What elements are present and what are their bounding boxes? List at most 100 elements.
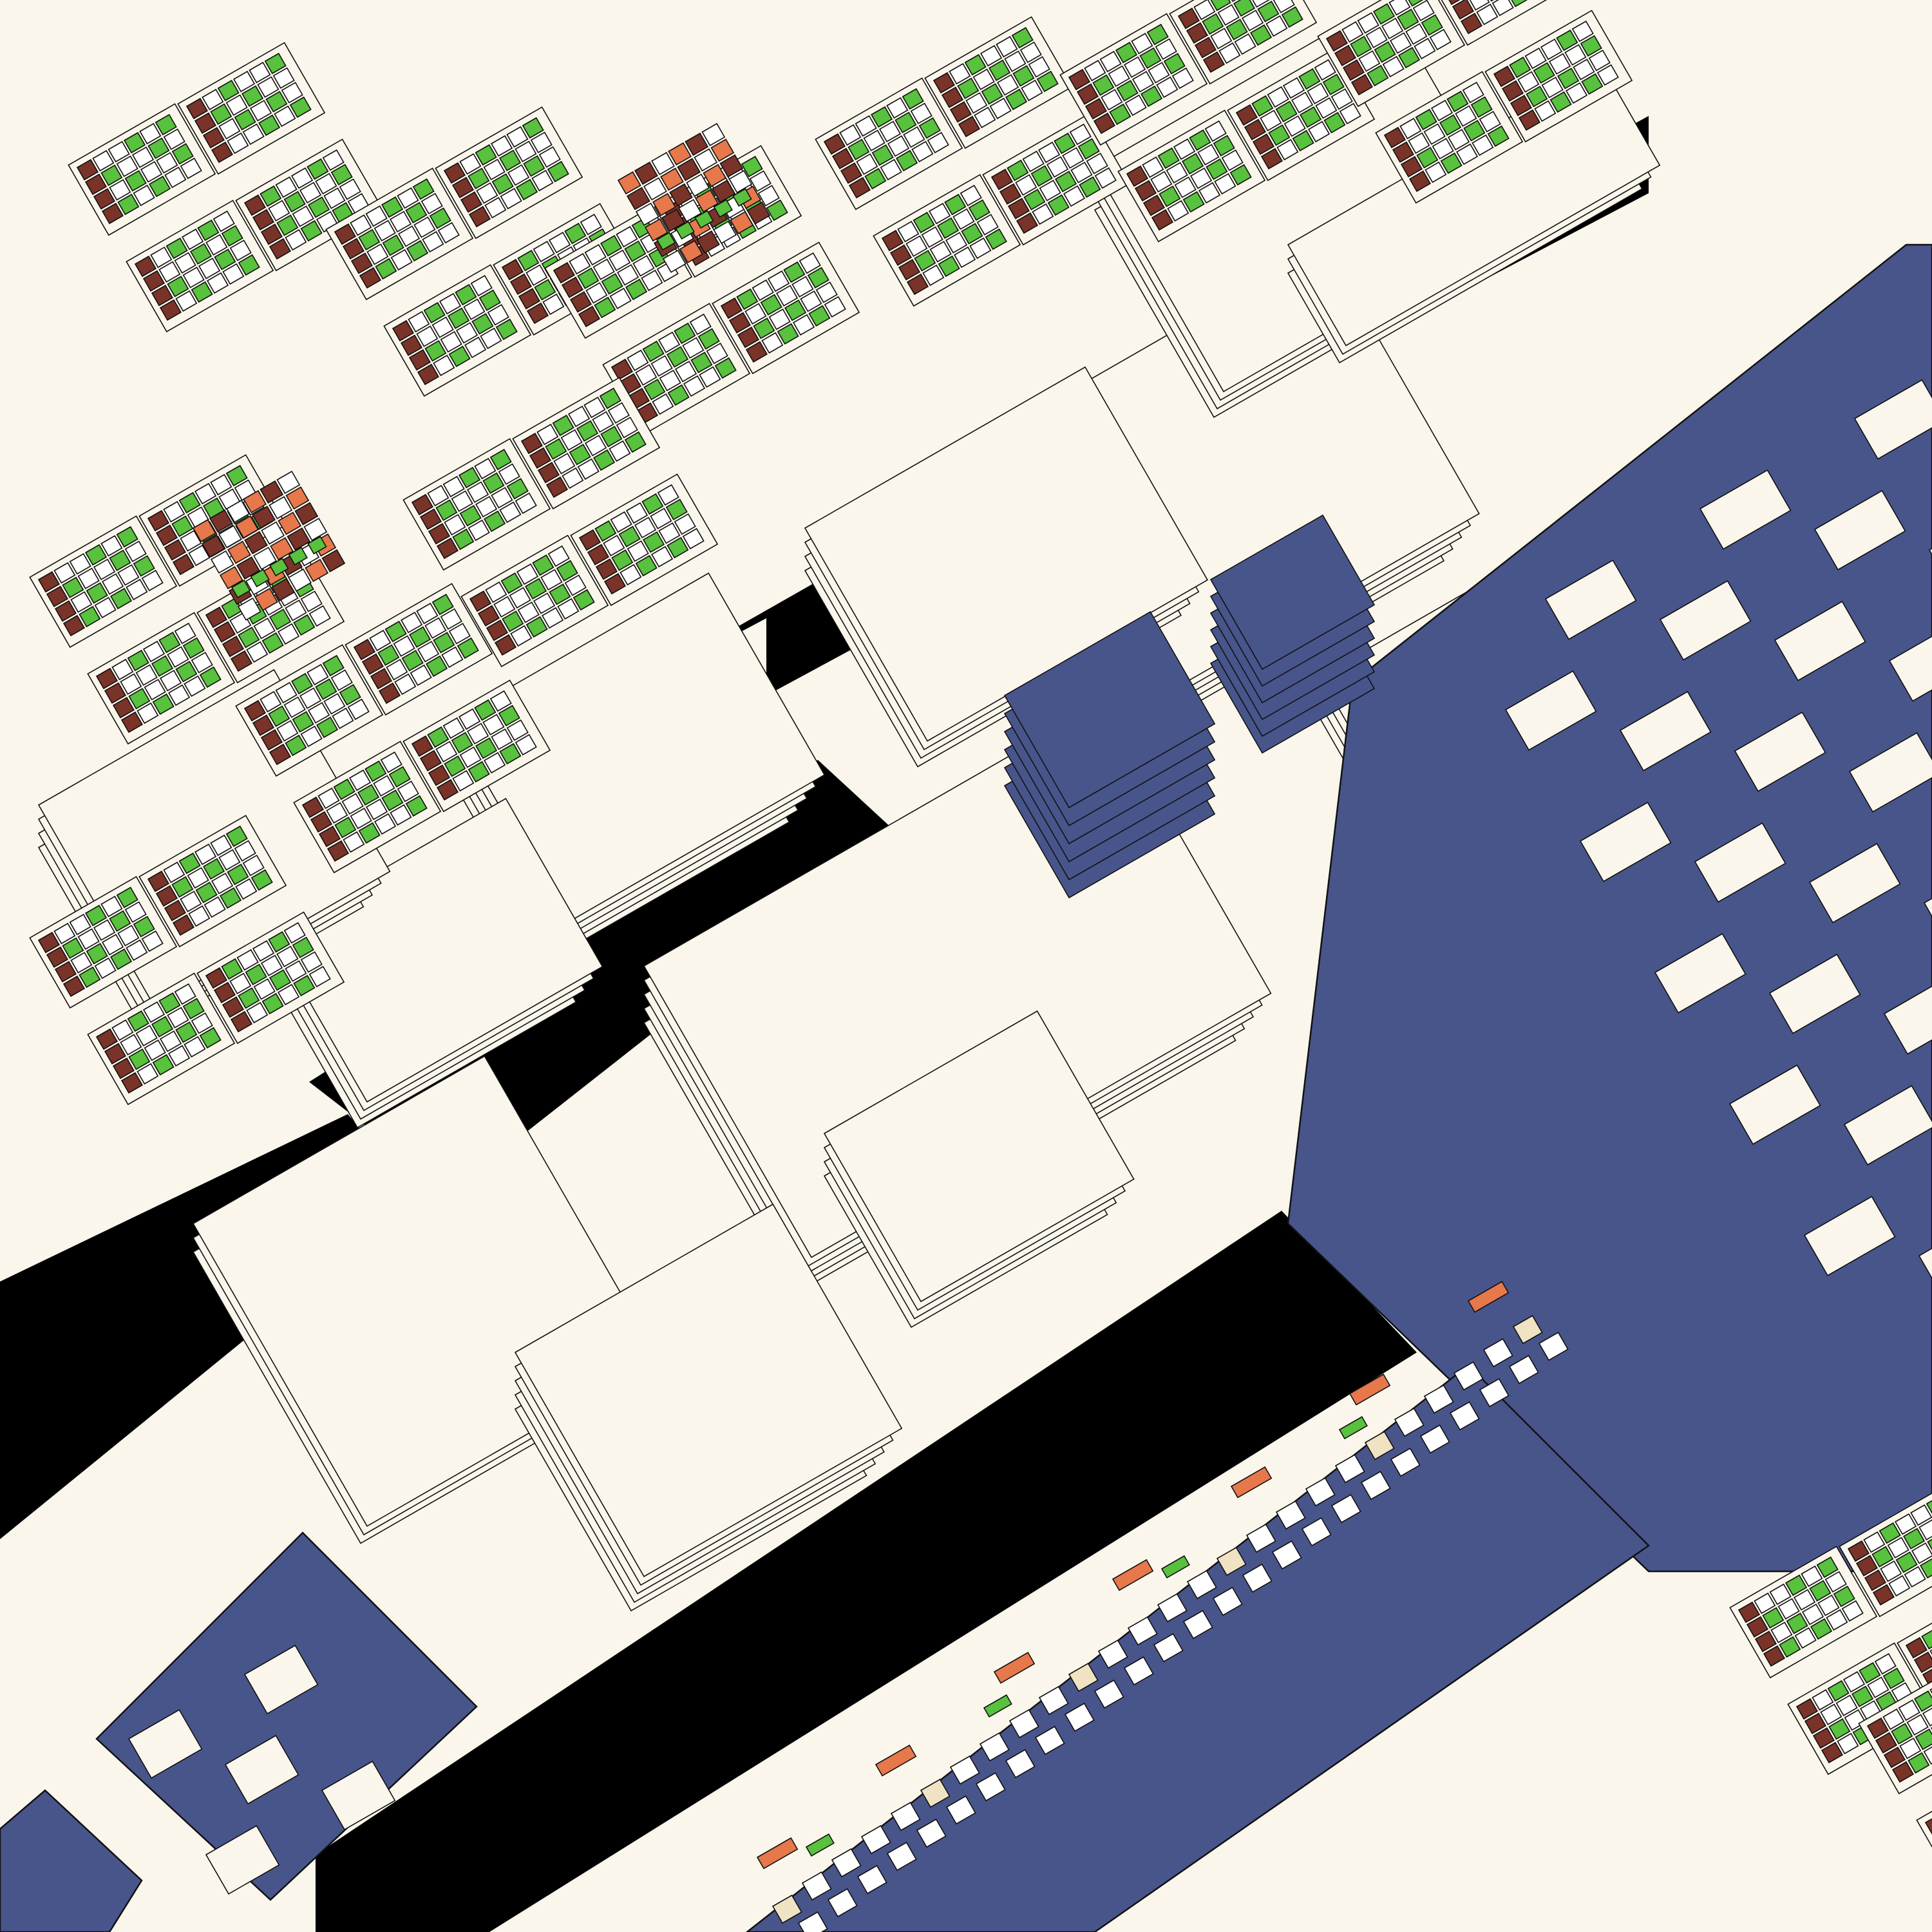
building-window [213, 981, 236, 1003]
building-window [484, 196, 507, 219]
building-window [1015, 174, 1037, 196]
building-window [469, 590, 491, 612]
building-window [507, 164, 530, 186]
building-window [188, 544, 211, 567]
building-window [1754, 1631, 1777, 1653]
building-window [440, 608, 462, 630]
building-window [225, 825, 248, 848]
building-window [542, 293, 565, 316]
building-window [1414, 37, 1436, 60]
building-window [1251, 95, 1274, 117]
building-window [807, 267, 829, 289]
building-window [308, 702, 330, 724]
building-window [1322, 73, 1345, 95]
building-window [174, 622, 196, 645]
building-window [428, 523, 450, 545]
building-window [436, 537, 459, 560]
building-window [1899, 1738, 1922, 1759]
building-window [1754, 1592, 1776, 1615]
building-window [624, 431, 647, 453]
building-window [1785, 1574, 1808, 1596]
building-window [515, 734, 537, 756]
building-window [205, 967, 227, 989]
building-window [1235, 104, 1258, 126]
building-window [278, 623, 300, 645]
building-window [401, 611, 423, 634]
building-window [1786, 1613, 1808, 1634]
building-window [205, 234, 228, 256]
building-window [184, 675, 206, 697]
building-window [182, 637, 205, 659]
building-window [1155, 38, 1177, 60]
building-window [132, 146, 155, 168]
building-window [143, 640, 166, 663]
building-window [815, 281, 838, 303]
building-window [484, 752, 506, 774]
building-window [784, 299, 807, 321]
strip-tile [1301, 1517, 1332, 1547]
building-window [969, 237, 992, 260]
building-window [451, 176, 474, 198]
building-window [1142, 156, 1164, 178]
building-window [1109, 103, 1132, 126]
building-window [1432, 138, 1454, 160]
building-window [222, 636, 244, 658]
building-window [408, 310, 430, 333]
building-window [178, 491, 201, 514]
building-window [1250, 24, 1273, 46]
building-window [330, 669, 353, 691]
building-window [429, 207, 451, 229]
building-window [457, 637, 479, 659]
building-window [643, 379, 666, 401]
building-window [603, 573, 626, 595]
building-window [126, 578, 148, 601]
building-window [549, 583, 571, 605]
building-window [1197, 144, 1220, 166]
building-window [641, 493, 664, 515]
blue-region-cell [1654, 933, 1747, 1014]
building-window [480, 327, 502, 350]
building-window [1794, 1589, 1816, 1611]
building-window [595, 558, 618, 580]
building-window [1141, 85, 1163, 108]
building-window [308, 605, 331, 627]
building-window [441, 646, 464, 668]
building-window [1904, 1566, 1926, 1588]
building-window [1746, 1616, 1768, 1638]
building-window [476, 182, 498, 204]
building-window [1835, 1694, 1858, 1716]
building-window [245, 963, 267, 985]
building-window [79, 605, 101, 628]
building-window [498, 463, 520, 485]
building-window [285, 600, 307, 621]
strip-tile [1423, 1384, 1454, 1414]
building-window [300, 725, 323, 748]
building-window [394, 673, 417, 696]
building-window [141, 569, 164, 592]
building-window [459, 466, 481, 489]
building-window [120, 1034, 142, 1056]
building-window [381, 790, 404, 811]
building-window [540, 569, 563, 591]
building-window [433, 354, 455, 377]
building-window [667, 536, 689, 559]
building-window [1408, 170, 1431, 193]
building-window [879, 120, 902, 142]
building-window [990, 168, 1013, 191]
building-window [1076, 83, 1099, 105]
building-window [427, 484, 450, 507]
building-window [142, 270, 165, 292]
building-window [1863, 1531, 1886, 1553]
building-window [377, 644, 400, 666]
building-window [1166, 162, 1188, 184]
building-window [316, 716, 339, 739]
building-window [831, 147, 854, 169]
building-window [1425, 161, 1447, 184]
building-window [110, 587, 133, 610]
building-window [1265, 15, 1288, 37]
hub-cell [668, 142, 692, 166]
building-window [261, 632, 284, 654]
building-window [1913, 1651, 1932, 1673]
building-window [269, 743, 291, 766]
building-window [1093, 112, 1115, 135]
